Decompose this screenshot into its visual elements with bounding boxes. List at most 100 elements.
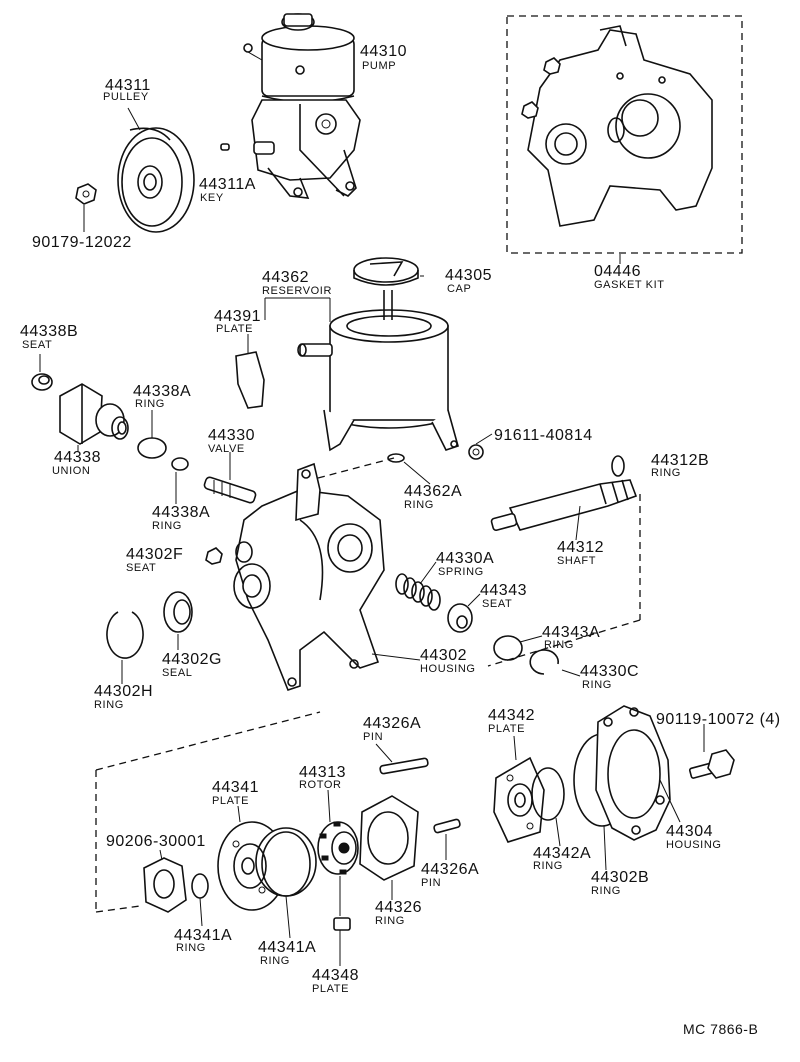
part-44330c-number: 44330C: [580, 663, 640, 680]
leader-44330a: [419, 561, 437, 585]
part-44341-name: PLATE: [212, 795, 250, 807]
cam-ring-44326-drawing: [359, 795, 419, 881]
part-44310-name: PUMP: [362, 60, 397, 72]
plate-44342-drawing: [493, 756, 545, 843]
part-44312b-name: RING: [651, 467, 681, 479]
part-44338a-1-name: RING: [135, 398, 165, 410]
part-44311a-number: 44311A: [199, 176, 256, 193]
part-44326-name: RING: [375, 915, 405, 927]
part-44310-number: 44310: [360, 43, 407, 60]
part-44305-number: 44305: [445, 267, 492, 284]
ring-44338a-1-drawing: [137, 437, 167, 459]
part-44342-number: 44342: [488, 707, 535, 724]
part-44326a-1-number: 44326A: [363, 715, 422, 732]
part-44362-number: 44362: [262, 269, 309, 286]
seat-44338b-drawing: [31, 373, 53, 391]
diagram-code: MC 7866-B: [683, 1021, 759, 1037]
ring-44338a-2-drawing: [171, 457, 189, 471]
ring-44330c-drawing: [529, 649, 559, 675]
leader-44341a-2: [285, 895, 291, 939]
gasket-kit-box: [506, 15, 743, 254]
part-44313-name: ROTOR: [299, 779, 342, 791]
part-44362a-number: 44362A: [404, 483, 463, 500]
part-44305-name: CAP: [447, 283, 472, 295]
part-44391-name: PLATE: [216, 323, 254, 335]
part-91611-number: 91611-40814: [494, 427, 593, 444]
part-44326-number: 44326: [375, 899, 422, 916]
part-44343-number: 44343: [480, 582, 527, 599]
part-44341a-1-number: 44341A: [174, 927, 233, 944]
ring-44342a-drawing: [531, 767, 565, 821]
part-44302h-name: RING: [94, 699, 124, 711]
part-04446-name: GASKET KIT: [594, 279, 665, 291]
part-44302f-number: 44302F: [126, 546, 184, 563]
part-44341a-2-name: RING: [260, 955, 290, 967]
part-90119-number: 90119-10072 (4): [656, 711, 781, 728]
seal-44302g-drawing: [163, 591, 193, 633]
part-44341-number: 44341: [212, 779, 259, 796]
cap-drawing: [353, 257, 419, 286]
key-drawing: [220, 143, 230, 151]
part-44302h-number: 44302H: [94, 683, 154, 700]
part-44326a-1-name: PIN: [363, 731, 384, 743]
bolt-90119-drawing: [688, 749, 735, 779]
part-44391-number: 44391: [214, 308, 261, 325]
part-44302g-name: SEAL: [162, 667, 193, 679]
part-44313-number: 44313: [299, 764, 346, 781]
reservoir-drawing: [297, 290, 459, 452]
part-44302-number: 44302: [420, 647, 467, 664]
part-44343-name: SEAT: [482, 598, 513, 610]
ring-44302h-drawing: [106, 611, 144, 659]
part-44341a-2-number: 44341A: [258, 939, 317, 956]
part-44312b-number: 44312B: [651, 452, 710, 469]
leader-44343a: [519, 635, 543, 643]
part-44343a-number: 44343A: [542, 624, 601, 641]
ring-44312b-drawing: [611, 455, 625, 477]
leader-44302b: [603, 825, 607, 871]
part-44326a-2-name: PIN: [421, 877, 442, 889]
part-44304-number: 44304: [666, 823, 713, 840]
rear-housing-44304-drawing: [595, 705, 671, 841]
part-44338a-1-number: 44338A: [133, 383, 192, 400]
part-44330c-name: RING: [582, 679, 612, 691]
part-44302b-number: 44302B: [591, 869, 650, 886]
leader-90206: [159, 849, 163, 861]
part-44330-number: 44330: [208, 427, 255, 444]
leader-44362a: [403, 461, 431, 485]
part-44341a-1-name: RING: [176, 942, 206, 954]
leader-44312: [575, 505, 581, 541]
part-44348-name: PLATE: [312, 983, 350, 995]
leader-44342a: [555, 817, 561, 847]
leader-44302: [371, 653, 421, 661]
leader-44342: [513, 735, 517, 761]
spring-drawing: [395, 573, 441, 611]
part-44338-name: UNION: [52, 465, 91, 477]
leader-44313: [327, 789, 331, 823]
leader-44341a-1: [199, 897, 203, 927]
dashed-align-44362a: [317, 457, 395, 479]
leader-44326a-1: [375, 743, 393, 763]
ring-44362a-drawing: [387, 453, 405, 463]
part-44302b-name: RING: [591, 885, 621, 897]
reservoir-bracket-lines: [247, 275, 424, 354]
nut-drawing: [75, 183, 97, 205]
valve-drawing: [203, 476, 257, 504]
part-44326a-2-number: 44326A: [421, 861, 480, 878]
housing-drawing: [233, 462, 385, 691]
part-44302-name: HOUSING: [420, 663, 476, 675]
leader-44311: [127, 107, 141, 131]
part-44338a-2-name: RING: [152, 520, 182, 532]
part-44362-name: RESERVOIR: [262, 285, 332, 297]
ring-44341a-1-drawing: [191, 873, 209, 899]
part-44338-number: 44338: [54, 449, 101, 466]
part-90179-number: 90179-12022: [32, 234, 132, 251]
part-44302g-number: 44302G: [162, 651, 222, 668]
leader-44330c: [561, 669, 581, 677]
plate-90206-drawing: [143, 857, 187, 913]
assembled-pump-drawing: [243, 13, 361, 199]
part-44342-name: PLATE: [488, 723, 526, 735]
shaft-drawing: [490, 479, 638, 532]
leader-91611: [475, 433, 493, 445]
part-44312-name: SHAFT: [557, 555, 597, 567]
